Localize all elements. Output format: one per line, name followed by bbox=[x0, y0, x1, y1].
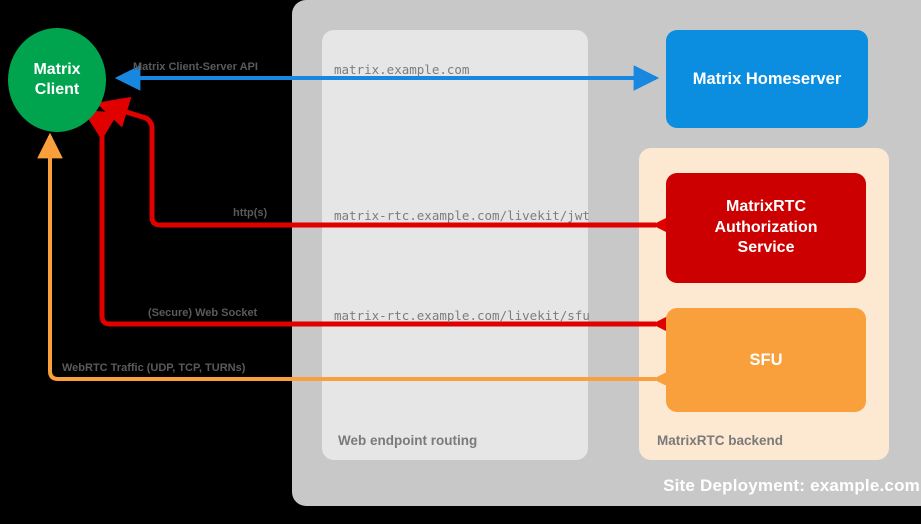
node-sfu[interactable]: SFU bbox=[666, 308, 866, 412]
endpoint-url-matrix: matrix.example.com bbox=[334, 62, 470, 77]
node-matrixrtc-authorization-service[interactable]: MatrixRTC Authorization Service bbox=[666, 173, 866, 283]
edge-label-webrtc-traffic: WebRTC Traffic (UDP, TCP, TURNs) bbox=[62, 362, 246, 374]
edge-label-matrix-client-server-api: Matrix Client-Server API bbox=[133, 61, 258, 73]
node-matrix-homeserver-label: Matrix Homeserver bbox=[692, 69, 842, 88]
site-deployment-label: Site Deployment: example.com bbox=[663, 476, 920, 495]
node-matrix-client[interactable]: Matrix Client bbox=[8, 28, 106, 132]
matrixrtc-backend-label: MatrixRTC backend bbox=[657, 433, 784, 448]
edge-label-https: http(s) bbox=[233, 207, 268, 219]
node-auth-line2: Authorization bbox=[714, 218, 818, 236]
node-sfu-label: SFU bbox=[749, 350, 783, 369]
web-endpoint-routing-container: Web endpoint routing bbox=[322, 30, 588, 460]
node-auth-line1: MatrixRTC bbox=[725, 197, 806, 215]
node-matrix-homeserver[interactable]: Matrix Homeserver bbox=[666, 30, 868, 128]
endpoint-url-livekit-jwt: matrix-rtc.example.com/livekit/jwt bbox=[334, 208, 590, 223]
web-endpoint-routing-label: Web endpoint routing bbox=[338, 433, 478, 448]
edge-label-secure-websocket: (Secure) Web Socket bbox=[148, 307, 258, 319]
node-matrix-client-line1: Matrix bbox=[33, 61, 81, 79]
node-auth-line3: Service bbox=[737, 239, 795, 257]
endpoint-url-livekit-sfu: matrix-rtc.example.com/livekit/sfu bbox=[334, 308, 590, 323]
node-matrix-client-line2: Client bbox=[34, 81, 80, 98]
